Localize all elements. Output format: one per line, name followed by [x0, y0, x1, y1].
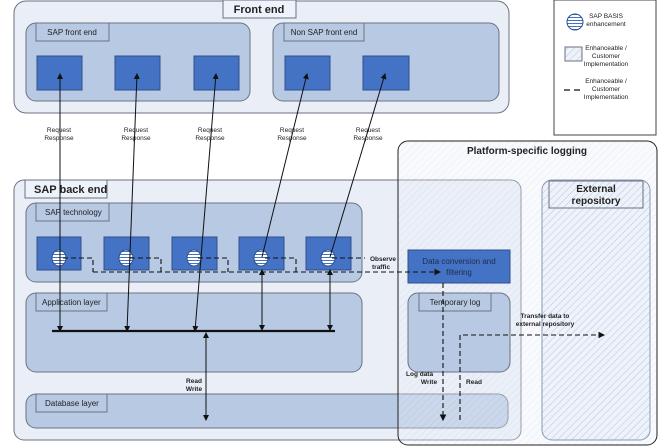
svg-text:Read: Read: [186, 378, 202, 385]
external-repository: External repository: [541, 179, 651, 441]
front-end-title: Front end: [234, 4, 285, 16]
sap-back-end-group: SAP back end SAP technology Application …: [13, 179, 522, 441]
request-response-labels: Request Response Request Response Reques…: [44, 127, 383, 142]
data-conversion-box: [407, 249, 511, 284]
front-end-component: [193, 55, 240, 91]
sap-front-end-label: SAP front end: [47, 28, 97, 37]
svg-text:External: External: [576, 184, 616, 195]
svg-text:Response: Response: [121, 135, 151, 142]
front-end-title-box: [222, 0, 297, 19]
svg-text:Write: Write: [186, 386, 203, 393]
svg-text:Response: Response: [277, 135, 307, 142]
connectors: [52, 73, 606, 422]
legend-label: Enhanceable /: [585, 78, 627, 85]
sap-back-end-title: SAP back end: [34, 184, 107, 196]
legend-label: Customer: [592, 86, 621, 93]
legend-label: Customer: [592, 53, 621, 60]
sap-technology-label: SAP technology: [45, 208, 102, 217]
svg-text:Request: Request: [124, 127, 148, 134]
front-end-group: Front end SAP front end Non SAP front en…: [13, 0, 510, 114]
svg-text:Data conversion and: Data conversion and: [422, 257, 495, 266]
legend-label: Implementation: [584, 94, 629, 101]
svg-text:Log data: Log data: [406, 371, 433, 378]
svg-text:repository: repository: [572, 196, 621, 207]
svg-text:traffic: traffic: [372, 264, 390, 271]
svg-text:Request: Request: [280, 127, 304, 134]
front-end-component: [114, 55, 161, 91]
svg-text:Request: Request: [47, 127, 71, 134]
connector-labels: Observe traffic Read Write Log data Writ…: [186, 256, 575, 393]
front-end-component: [284, 55, 331, 91]
striped-circle-icon: [566, 13, 584, 31]
svg-text:external repository: external repository: [516, 321, 575, 328]
legend-label: Implementation: [584, 61, 629, 68]
application-layer-label: Application layer: [42, 298, 101, 307]
hatched-square-icon: [564, 46, 583, 62]
front-end-component: [362, 55, 410, 91]
database-layer-label: Database layer: [45, 399, 99, 408]
svg-text:Response: Response: [44, 135, 74, 142]
legend-label: Enhanceable /: [585, 45, 627, 52]
svg-text:Observe: Observe: [370, 256, 396, 263]
svg-text:Read: Read: [466, 379, 482, 386]
legend-label: enhancement: [586, 21, 626, 28]
svg-text:Temporary log: Temporary log: [430, 298, 481, 307]
svg-text:Request: Request: [198, 127, 222, 134]
svg-text:Write: Write: [421, 379, 438, 386]
legend: SAP BASIS enhancement Enhanceable / Cust…: [553, 0, 657, 136]
non-sap-front-end-label: Non SAP front end: [291, 28, 358, 37]
logging-title: Platform-specific logging: [467, 146, 587, 157]
svg-text:filtering: filtering: [446, 268, 472, 277]
svg-text:Transfer data to: Transfer data to: [521, 313, 570, 320]
legend-label: SAP BASIS: [589, 13, 624, 20]
svg-text:Response: Response: [353, 135, 383, 142]
